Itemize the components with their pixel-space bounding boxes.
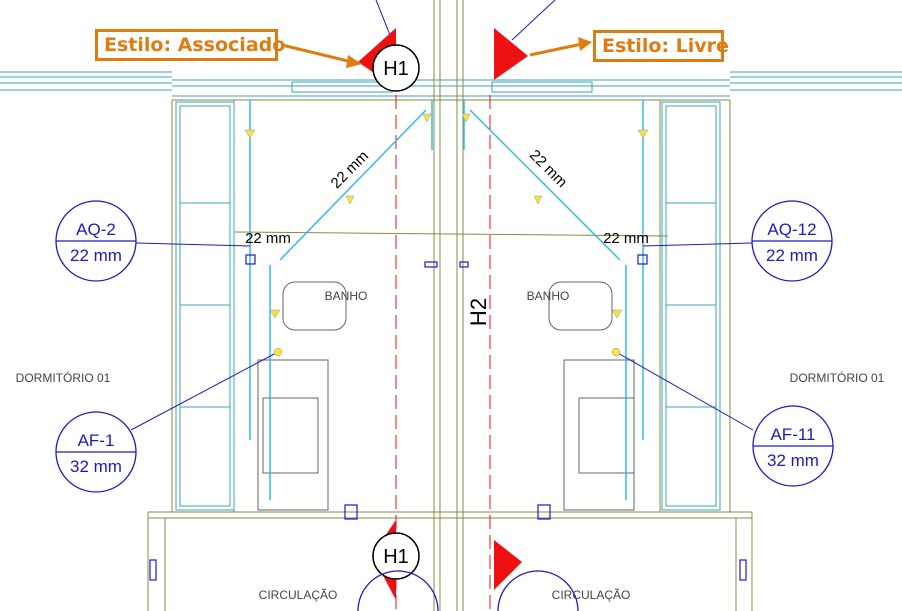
section-triangles: [358, 28, 528, 600]
room-bath-right: BANHO: [527, 289, 570, 303]
tag-af1-name: AF-1: [78, 431, 115, 450]
pipe-dim-diag-right: 22 mm: [526, 147, 570, 191]
section-mark-vertical: H2: [466, 298, 491, 326]
cold-hot-pipes: [249, 100, 644, 500]
section-mark-top: H1: [383, 58, 409, 80]
room-bedroom-left: DORMITÓRIO 01: [16, 370, 111, 385]
room-bath-left: BANHO: [325, 289, 368, 303]
tag-aq2-size: 22 mm: [70, 246, 122, 265]
tag-aq12-size: 22 mm: [766, 246, 818, 265]
tag-af1-size: 32 mm: [70, 457, 122, 476]
pipe-dim-diag-left: 22 mm: [328, 148, 372, 192]
tag-leaders: [130, 0, 754, 431]
small-blue-fittings: [149, 254, 747, 581]
callout-arrows: [281, 37, 592, 68]
olive-walls: [147, 99, 753, 611]
pipe-dim-horiz-right: 22 mm: [603, 230, 649, 247]
callout-style-free: Estilo: Livre: [593, 30, 729, 62]
tag-bubbles: [55, 200, 834, 611]
fitting-symbols: [244, 113, 649, 357]
fixtures: [257, 281, 635, 511]
tag-aq2-name: AQ-2: [76, 220, 116, 239]
tag-aq12-name: AQ-12: [767, 220, 816, 239]
top-wall: [0, 71, 902, 97]
room-bedroom-right: DORMITÓRIO 01: [790, 370, 885, 385]
pipe-dim-horiz-left: 22 mm: [245, 230, 291, 247]
section-dashed-lines: [395, 95, 491, 611]
room-circulation-left: CIRCULAÇÃO: [259, 588, 338, 602]
side-windows: [175, 101, 721, 511]
section-mark-bottom: H1: [383, 546, 409, 568]
section-mark-circles: [372, 44, 420, 580]
central-wall: [433, 0, 464, 611]
room-circulation-right: CIRCULAÇÃO: [552, 588, 631, 602]
callout-style-associated: Estilo: Associado: [95, 29, 285, 61]
tag-af11-size: 32 mm: [767, 451, 819, 470]
tag-af11-name: AF-11: [770, 425, 815, 444]
